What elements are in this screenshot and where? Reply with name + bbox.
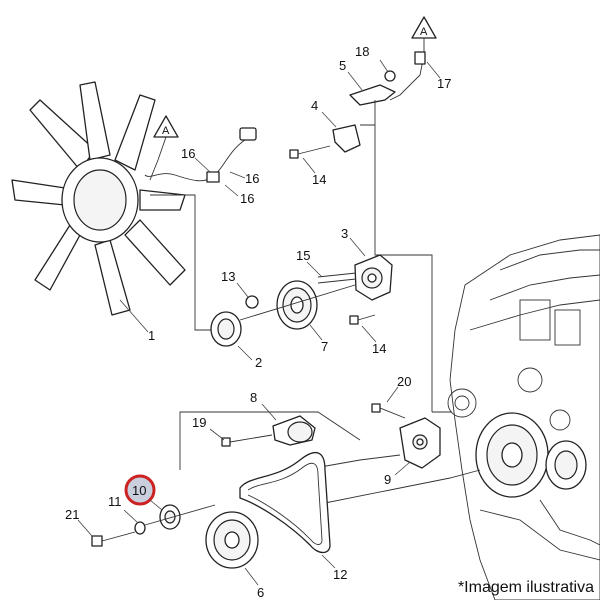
- axis-line-2-3: [239, 284, 356, 321]
- leader-18: [379, 59, 389, 73]
- illustrative-image-note: *Imagem ilustrativa: [458, 579, 594, 596]
- fan-assembly: [11, 81, 186, 316]
- callout-8: 8: [250, 390, 257, 405]
- callout-12: 12: [333, 567, 347, 582]
- sensor-17: [414, 51, 426, 65]
- callout-14b: 14: [372, 341, 386, 356]
- axis-line-10: [144, 504, 216, 526]
- fan-hub-center: [73, 169, 127, 231]
- assembly-bracket-left: [150, 194, 222, 331]
- marker-a-top-label: A: [420, 26, 428, 38]
- bolt-14-top: [289, 145, 331, 159]
- leader-15: [306, 261, 323, 278]
- leader-5: [347, 71, 363, 91]
- leader-17: [426, 61, 441, 79]
- callout-5: 5: [339, 58, 346, 73]
- belt-group-frame: [179, 411, 361, 470]
- leader-10: [149, 499, 163, 511]
- leader-2: [237, 345, 253, 361]
- sensor-connector: [239, 127, 257, 141]
- leader-11: [123, 509, 138, 523]
- callout-11: 11: [108, 494, 122, 509]
- assembly-frame: [374, 125, 433, 412]
- highlight-ring-10: [124, 474, 156, 506]
- leader-7: [309, 324, 323, 341]
- callout-16b: 16: [245, 171, 259, 186]
- leader-20: [386, 386, 399, 403]
- cable-clip: [206, 171, 220, 183]
- callout-3: 3: [341, 226, 348, 241]
- fan-blade: [139, 189, 186, 211]
- leader-6: [244, 567, 259, 586]
- callout-13: 13: [221, 269, 235, 284]
- hub-2: [210, 311, 242, 347]
- leader-1: [119, 299, 149, 333]
- pulley-6: [205, 511, 259, 569]
- washer-11: [134, 521, 146, 535]
- bracket-9: [399, 417, 441, 469]
- fan-blade: [114, 94, 156, 171]
- callout-2: 2: [255, 355, 262, 370]
- marker-a-fan-label: A: [162, 125, 170, 137]
- leader-21: [77, 519, 93, 537]
- callout-16c: 16: [240, 191, 254, 206]
- fan-blade: [94, 239, 131, 316]
- callout-20: 20: [397, 374, 411, 389]
- engine-block: [447, 234, 600, 600]
- bracket-5: [349, 84, 396, 106]
- leader-16c: [224, 184, 239, 197]
- callout-7: 7: [321, 339, 328, 354]
- fan-blade: [124, 219, 186, 286]
- sensor-cable: [144, 139, 246, 182]
- fan-blade: [79, 81, 111, 161]
- tensioner-8: [272, 415, 316, 446]
- callout-21: 21: [65, 507, 79, 522]
- fan-blade: [11, 179, 66, 206]
- idler-10: [159, 504, 181, 530]
- callout-10: 10: [132, 483, 146, 498]
- bolt-19: [221, 434, 273, 447]
- pulley-7: [276, 280, 318, 330]
- nut-18: [384, 70, 396, 82]
- callout-14a: 14: [312, 172, 326, 187]
- leader-3: [349, 237, 366, 257]
- leader-14b: [361, 325, 377, 343]
- bolt-21: [91, 531, 136, 547]
- callout-9: 9: [384, 472, 391, 487]
- callout-6: 6: [257, 585, 264, 600]
- callout-19: 19: [192, 415, 206, 430]
- callout-4: 4: [311, 98, 318, 113]
- belt-12: [239, 451, 331, 554]
- leader-12: [321, 554, 336, 569]
- belt-pulley-link: [314, 469, 481, 506]
- leader-19: [209, 428, 225, 441]
- sensor-lead-a: [149, 136, 167, 181]
- callout-1: 1: [148, 328, 155, 343]
- leader-4: [321, 111, 337, 128]
- leader-16b: [229, 171, 246, 179]
- callout-15: 15: [296, 248, 310, 263]
- pin-15: [317, 272, 357, 284]
- callout-17: 17: [437, 76, 451, 91]
- sensor-lead-17: [389, 38, 425, 101]
- callout-16a: 16: [181, 146, 195, 161]
- leader-16a: [194, 157, 211, 173]
- fan-blade: [34, 224, 81, 291]
- nut-13: [245, 295, 259, 309]
- bracket-4: [332, 124, 361, 153]
- tensioner-3: [354, 254, 393, 301]
- callout-18: 18: [355, 44, 369, 59]
- leader-13: [236, 282, 249, 298]
- bolt-20: [371, 403, 406, 419]
- leader-9: [394, 461, 411, 476]
- bolt-14-lower: [349, 314, 376, 325]
- leader-14a: [302, 157, 316, 174]
